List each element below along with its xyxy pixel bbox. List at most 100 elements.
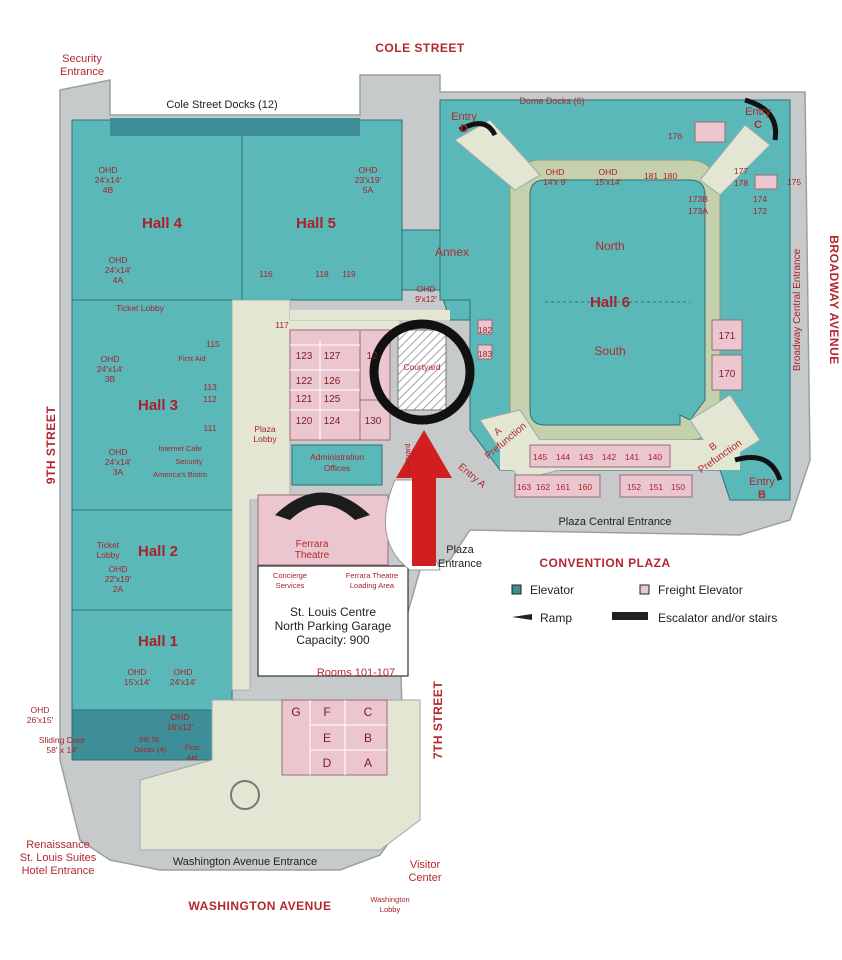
- entry-c-label: Entry C: [745, 106, 771, 131]
- svg-text:Security: Security: [62, 53, 102, 65]
- administration-offices[interactable]: [291, 444, 383, 486]
- concierge-label: Concierge Services: [273, 571, 307, 590]
- ticket-lobby-label: Ticket Lobby: [116, 303, 165, 313]
- room-150: 150: [671, 482, 685, 492]
- svg-text:15'x14': 15'x14': [124, 677, 151, 687]
- svg-text:Ticket: Ticket: [97, 540, 120, 550]
- svg-text:OHD: OHD: [31, 705, 50, 715]
- room-171-label: 171: [719, 331, 736, 342]
- plaza-lobby-label: Plaza Lobby: [253, 424, 277, 444]
- room-171[interactable]: [711, 319, 743, 351]
- renaissance-entrance-label: Renaissance St. Louis Suites Hotel Entra…: [20, 839, 97, 877]
- entry-b-label: Entry B: [749, 476, 775, 501]
- svg-text:Theatre: Theatre: [295, 550, 330, 561]
- svg-text:24'x14': 24'x14': [105, 265, 132, 275]
- ohd-4b: OHD 24'x14' 4B: [95, 165, 122, 195]
- room-120: 120: [296, 416, 313, 427]
- svg-text:Center: Center: [408, 872, 441, 884]
- svg-text:Plaza: Plaza: [254, 424, 276, 434]
- svg-text:B: B: [758, 489, 766, 501]
- elevator-icon: [511, 584, 522, 595]
- ohd-3b: OHD 24'x14' 3B: [97, 354, 124, 384]
- sliding-door-label: Sliding Door 58' x 14': [39, 735, 85, 755]
- courtyard-highlight-ring: [369, 319, 475, 425]
- hall-2-area[interactable]: [71, 509, 233, 611]
- rooms-150-152[interactable]: [619, 474, 693, 498]
- admin-offices-label: Administration Offices: [310, 452, 364, 473]
- svg-text:9'x12': 9'x12': [415, 294, 437, 304]
- cole-docks-strip: [110, 118, 360, 136]
- room-175[interactable]: [754, 174, 778, 190]
- room-174: 174: [753, 194, 767, 204]
- ohd-15x14: OHD 15'x14': [595, 167, 622, 187]
- hall-1-area[interactable]: [71, 609, 233, 711]
- corridor-d: [454, 119, 541, 191]
- room-118: 118: [315, 269, 329, 279]
- svg-text:OHD: OHD: [359, 165, 378, 175]
- room-173a: 173A: [688, 206, 708, 216]
- svg-text:Entry: Entry: [451, 111, 477, 123]
- room-144: 144: [556, 452, 570, 462]
- entry-c-arch: [744, 97, 779, 141]
- plaza-central-entrance-label: Plaza Central Entrance: [558, 516, 671, 528]
- ohd-4a: OHD 24'x14' 4A: [105, 255, 132, 285]
- internet-cafe-label: Internet Cafe: [158, 444, 201, 453]
- hall-3-area[interactable]: [71, 299, 233, 511]
- hall-5-area[interactable]: [241, 119, 403, 301]
- room-125: 125: [324, 394, 341, 405]
- ferrara-theatre-area[interactable]: [257, 494, 389, 566]
- room-183[interactable]: [477, 344, 493, 360]
- room-178: 178: [734, 178, 748, 188]
- svg-text:Offices: Offices: [324, 463, 350, 473]
- room-126: 126: [324, 376, 341, 387]
- room-170-label: 170: [719, 369, 736, 380]
- street-broadway: BROADWAY AVENUE: [827, 235, 841, 365]
- room-175-label: 175: [787, 177, 801, 187]
- room-d: D: [323, 756, 332, 770]
- rooms-101-107-block: [281, 699, 388, 776]
- svg-text:2A: 2A: [113, 584, 124, 594]
- svg-text:23'x19': 23'x19': [355, 175, 382, 185]
- rooms-140-145[interactable]: [529, 444, 671, 468]
- room-182[interactable]: [477, 319, 493, 335]
- dome-docks-label: Dome Docks (6): [519, 96, 584, 106]
- svg-text:Docks (4): Docks (4): [134, 745, 167, 754]
- svg-text:26'x15': 26'x15': [27, 715, 54, 725]
- svg-text:16'x12': 16'x12': [167, 722, 194, 732]
- street-7th: 7TH STREET: [431, 681, 445, 760]
- legend-elevator: Elevator: [530, 583, 574, 597]
- svg-text:OHD: OHD: [171, 712, 190, 722]
- room-181: 181: [644, 171, 658, 181]
- svg-text:4A: 4A: [113, 275, 124, 285]
- hall-4-area[interactable]: [71, 119, 243, 301]
- courtyard-area[interactable]: [397, 329, 447, 411]
- room-172: 172: [753, 206, 767, 216]
- room-176[interactable]: [694, 121, 726, 143]
- svg-text:Entrance: Entrance: [60, 66, 104, 78]
- entry-d-label: Entry D: [451, 111, 477, 135]
- svg-text:Concierge: Concierge: [273, 571, 307, 580]
- room-124: 124: [324, 416, 341, 427]
- room-numbers: 116 117 118 119 115 113 112 111 123 127 …: [203, 131, 801, 770]
- street-cole: COLE STREET: [375, 41, 465, 55]
- plaza-entrance-label: Plaza Entrance: [438, 544, 482, 570]
- svg-text:OHD: OHD: [546, 167, 565, 177]
- room-182: 182: [478, 325, 492, 335]
- parking-garage: [257, 565, 409, 677]
- svg-text:C: C: [754, 119, 762, 131]
- washington-entrance-label: Washington Avenue Entrance: [173, 856, 317, 868]
- svg-text:5A: 5A: [363, 185, 374, 195]
- svg-text:Renaissance: Renaissance: [26, 839, 90, 851]
- rooms-160-163[interactable]: [514, 474, 601, 498]
- room-113: 113: [203, 382, 217, 392]
- ohd-5a: OHD 23'x19' 5A: [355, 165, 382, 195]
- room-170[interactable]: [711, 354, 743, 391]
- svg-text:Loading Area: Loading Area: [350, 581, 395, 590]
- legend-freight-elevator: Freight Elevator: [658, 583, 743, 597]
- security-desk-label: Security: [175, 457, 202, 466]
- room-163: 163: [517, 482, 531, 492]
- ticket-lobby-2-label: Ticket Lobby: [96, 540, 120, 560]
- svg-text:Washington: Washington: [370, 895, 409, 904]
- freight-elevator-icon: [639, 584, 650, 595]
